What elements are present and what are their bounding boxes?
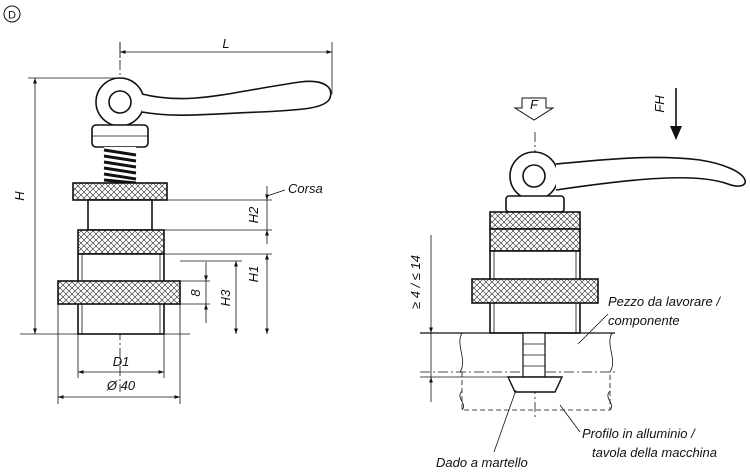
right-cam-lever: [509, 151, 747, 201]
dim-D1: D1: [113, 354, 130, 369]
right-big-knurl: [471, 278, 599, 304]
dim-L: L: [222, 36, 229, 51]
left-mid-knurl: [77, 229, 165, 255]
dim-H1: H1: [246, 266, 261, 283]
view-label: D: [8, 10, 16, 22]
stroke-label: Corsa: [288, 181, 323, 196]
right-mid-knurl: [489, 228, 581, 252]
dim-diameter-40: Ø 40: [106, 378, 136, 393]
dim-H: H: [12, 191, 27, 201]
left-cam-lever: [95, 77, 332, 127]
hammer-nut: [506, 376, 564, 393]
profile-label-line2: tavola della macchina: [592, 445, 717, 460]
hammer-nut-label: Dado a martello: [436, 455, 528, 470]
dim-H2: H2: [246, 206, 261, 223]
right-top-knurl: [489, 211, 581, 230]
right-view-drawing: F FH: [420, 88, 747, 418]
dim-H3: H3: [218, 289, 233, 306]
left-spring: [103, 147, 137, 185]
profile-label-line1: Profilo in alluminio /: [582, 426, 696, 441]
force-FH-arrow: FH: [652, 88, 682, 140]
workpiece-label-line2: componente: [608, 313, 680, 328]
left-sleeve: [87, 199, 153, 231]
force-F-arrow: F: [513, 97, 555, 121]
right-washer: [505, 195, 565, 213]
force-FH-label: FH: [652, 95, 667, 113]
left-view-drawing: [20, 42, 332, 392]
left-big-knurl: [57, 280, 181, 305]
view-marker: D: [3, 5, 21, 23]
force-F-label: F: [530, 97, 539, 112]
workpiece-label-line1: Pezzo da lavorare /: [608, 294, 721, 309]
right-dimensions: ≥ 4 / ≤ 14 Pezzo da lavorare / component…: [408, 235, 721, 470]
dim-8: 8: [188, 289, 203, 297]
left-dimensions: L H H2 Corsa H1 H3 8 D1: [12, 36, 333, 404]
left-top-knurl: [72, 182, 168, 201]
range-label: ≥ 4 / ≤ 14: [408, 255, 423, 309]
